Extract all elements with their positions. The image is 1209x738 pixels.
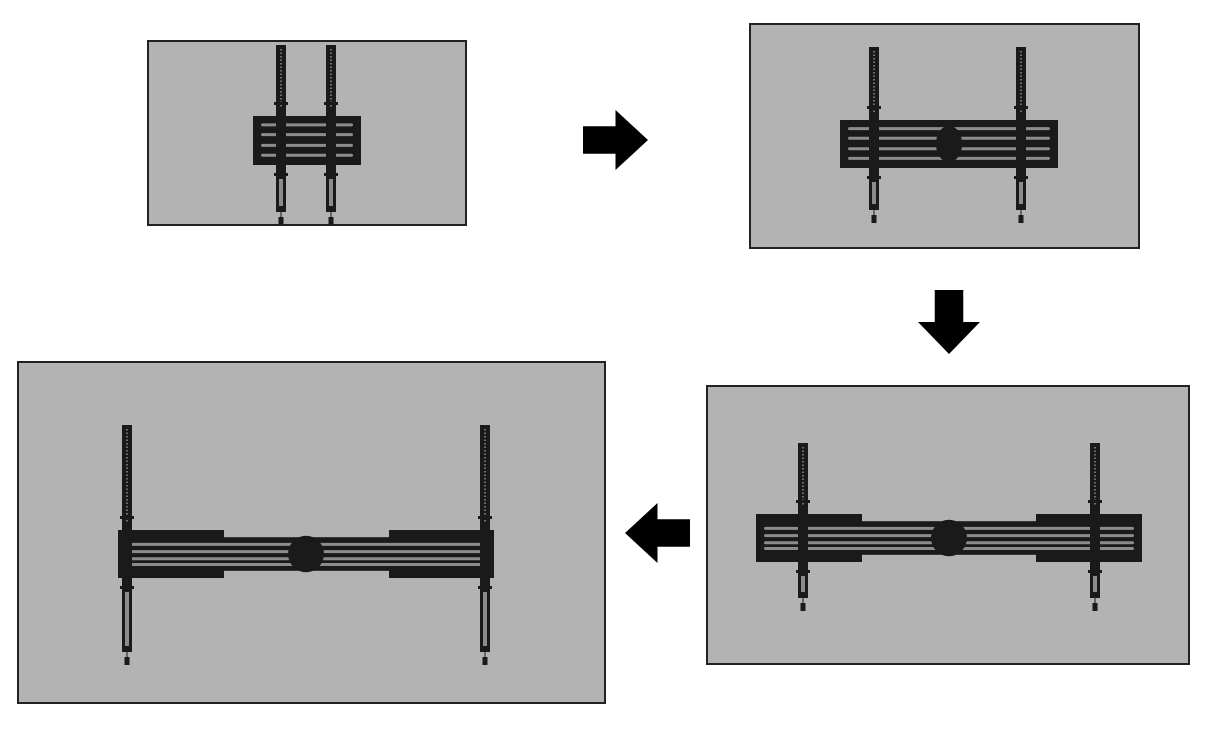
wall-mount <box>756 443 1142 611</box>
arm-clip <box>478 516 492 519</box>
pull-tab <box>278 217 284 225</box>
bracket-slot <box>261 143 353 147</box>
vertical-arm <box>867 47 881 223</box>
arm-bar <box>276 45 286 212</box>
step-1-panel <box>147 40 467 226</box>
bracket-plate <box>756 514 862 562</box>
arm-clip <box>867 106 881 109</box>
arm-clip <box>1014 106 1028 109</box>
pull-tab <box>1092 603 1098 611</box>
wall-mount <box>840 47 1058 223</box>
pull-tab <box>482 657 488 665</box>
arm-clip <box>1088 500 1102 503</box>
arm-clip <box>478 586 492 589</box>
arm-bar <box>326 45 336 212</box>
vertical-arm <box>120 425 134 665</box>
arm-clip <box>324 173 338 176</box>
pull-tab <box>871 215 877 223</box>
bracket-slot <box>261 123 353 127</box>
arm-bar <box>1016 47 1026 210</box>
vertical-arm <box>1088 443 1102 611</box>
arrow-right-icon <box>583 110 648 170</box>
step-2-panel <box>749 23 1140 249</box>
arm-clip <box>120 516 134 519</box>
arm-lower-slot <box>801 576 805 592</box>
vertical-arm <box>1014 47 1028 223</box>
arm-clip <box>1014 176 1028 179</box>
step-3-panel <box>706 385 1190 665</box>
vertical-arm <box>796 443 810 611</box>
arm-lower-slot <box>1093 576 1097 592</box>
vertical-arm <box>274 45 288 225</box>
arm-clip <box>796 570 810 573</box>
center-hub <box>935 125 963 163</box>
wall-mount <box>253 45 361 225</box>
arm-clip <box>324 102 338 105</box>
bracket-plate <box>389 530 494 578</box>
arm-lower-slot <box>1019 182 1023 204</box>
bracket-plate <box>118 530 224 578</box>
arm-bar <box>869 47 879 210</box>
arm-clip <box>796 500 810 503</box>
pull-tab <box>800 603 806 611</box>
arm-bar <box>798 443 808 598</box>
wall-mount <box>118 425 494 665</box>
step-4-panel <box>17 361 606 704</box>
arm-bar <box>122 425 132 652</box>
arm-clip <box>120 586 134 589</box>
arrow-left-icon <box>625 503 690 563</box>
arm-clip <box>274 102 288 105</box>
arm-lower-slot <box>329 179 333 206</box>
wall-panel <box>17 361 606 704</box>
arm-clip <box>867 176 881 179</box>
arm-clip <box>1088 570 1102 573</box>
vertical-arm <box>324 45 338 225</box>
bracket-slot <box>261 133 353 137</box>
pull-tab <box>124 657 130 665</box>
bracket-plate <box>1036 514 1142 562</box>
wall-panel <box>749 23 1140 249</box>
center-hub <box>931 519 967 557</box>
bracket-slot <box>261 153 353 157</box>
arm-lower-slot <box>483 592 487 646</box>
vertical-arm <box>478 425 492 665</box>
arm-bar <box>480 425 490 652</box>
arrow-down-icon <box>918 290 980 354</box>
pull-tab <box>328 217 334 225</box>
arm-lower-slot <box>125 592 129 646</box>
arm-clip <box>274 173 288 176</box>
arm-lower-slot <box>279 179 283 206</box>
arm-lower-slot <box>872 182 876 204</box>
arm-bar <box>1090 443 1100 598</box>
pull-tab <box>1018 215 1024 223</box>
center-hub <box>288 535 324 573</box>
